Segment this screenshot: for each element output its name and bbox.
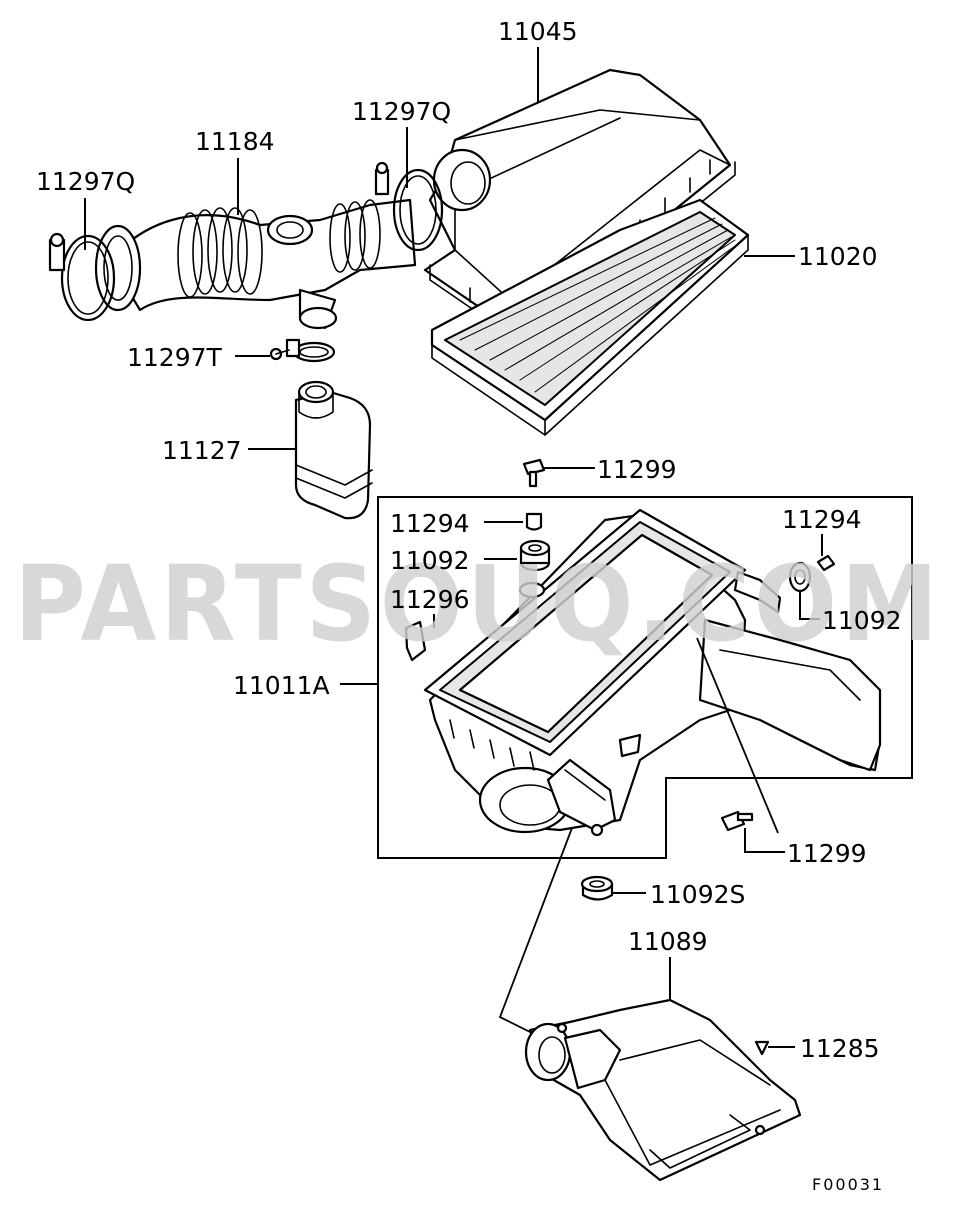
clip-11285-illustration bbox=[754, 1040, 770, 1056]
label-11297t[interactable]: 11297T bbox=[127, 343, 223, 372]
label-11092-left[interactable]: 11092 bbox=[390, 546, 470, 575]
label-11299-top[interactable]: 11299 bbox=[597, 455, 677, 484]
label-11184[interactable]: 11184 bbox=[195, 127, 275, 156]
grommet-lower-left-illustration bbox=[518, 581, 546, 599]
label-11127[interactable]: 11127 bbox=[162, 436, 242, 465]
plug-11294-left-illustration bbox=[525, 512, 543, 531]
figure-code: F00031 bbox=[812, 1175, 884, 1194]
bolt-11299-top-illustration bbox=[522, 458, 546, 488]
label-11011a[interactable]: 11011A bbox=[233, 671, 330, 700]
label-11294-right[interactable]: 11294 bbox=[782, 505, 862, 534]
label-11285[interactable]: 11285 bbox=[800, 1034, 880, 1063]
hose-clamp-right-illustration bbox=[374, 161, 444, 252]
label-11297q-left[interactable]: 11297Q bbox=[36, 167, 135, 196]
label-11045[interactable]: 11045 bbox=[498, 17, 578, 46]
hose-clamp-left-illustration bbox=[48, 232, 116, 322]
air-duct-illustration bbox=[524, 998, 802, 1182]
plug-11294-right-illustration bbox=[816, 554, 836, 572]
label-11297q-right[interactable]: 11297Q bbox=[352, 97, 451, 126]
grommet-11092-right-illustration bbox=[788, 561, 812, 593]
label-11020[interactable]: 11020 bbox=[798, 242, 878, 271]
part-labels: 11045 11297Q 11184 11297Q 11020 11297T 1… bbox=[36, 17, 902, 1063]
label-11296[interactable]: 11296 bbox=[390, 585, 470, 614]
grommet-11092s-illustration bbox=[580, 875, 614, 901]
bolt-11299-bottom-illustration bbox=[720, 810, 754, 832]
label-11294-left[interactable]: 11294 bbox=[390, 509, 470, 538]
leader-lines bbox=[84, 47, 823, 1048]
label-11092s[interactable]: 11092S bbox=[650, 880, 745, 909]
label-11299-bottom[interactable]: 11299 bbox=[787, 839, 867, 868]
connector-lines bbox=[498, 637, 779, 1034]
grommet-11092-left-illustration bbox=[519, 539, 551, 572]
intake-hose-illustration bbox=[94, 198, 417, 330]
hose-clamp-small-illustration bbox=[269, 338, 336, 363]
clip-11296-illustration bbox=[404, 620, 427, 662]
case-boundary-box bbox=[377, 496, 913, 859]
resonator-illustration bbox=[294, 380, 373, 520]
label-11089[interactable]: 11089 bbox=[628, 927, 708, 956]
air-filter-element-illustration bbox=[430, 198, 750, 436]
watermark-text: PARTSOUQ.COM bbox=[14, 543, 942, 665]
label-11092-right[interactable]: 11092 bbox=[822, 606, 902, 635]
